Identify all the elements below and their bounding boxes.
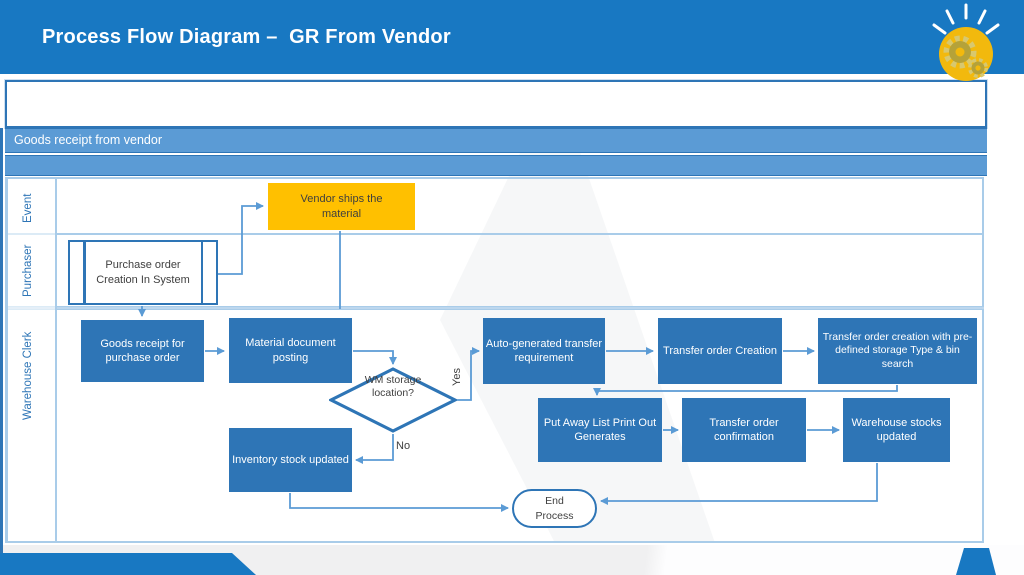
node-warehouse-stocks-updated[interactable]: Warehouse stocks updated — [843, 398, 950, 462]
page-title: Process Flow Diagram – GR From Vendor — [42, 26, 451, 48]
node-label: Warehouse stocks updated — [851, 416, 942, 443]
node-transfer-order-predefined-storage[interactable]: Transfer order creation with pre-defined… — [818, 318, 977, 384]
node-purchase-order-creation[interactable]: Purchase order Creation In System — [68, 240, 218, 305]
header-bar: Process Flow Diagram – GR From Vendor — [0, 0, 1024, 74]
node-label: Purchase order Creation In System — [96, 259, 190, 286]
secondary-band — [5, 155, 987, 176]
empty-title-box — [5, 80, 987, 128]
bottom-left-trapezoid — [0, 553, 256, 575]
bottom-right-trapezoid — [956, 548, 996, 575]
edge-label-no: No — [396, 440, 411, 452]
node-goods-receipt-po[interactable]: Goods receipt for purchase order — [81, 320, 204, 382]
node-label: Auto-generated transfer requirement — [485, 337, 603, 364]
lightbulb-gears-icon — [926, 2, 1006, 91]
node-label: Transfer order confirmation — [709, 416, 779, 443]
node-transfer-order-confirmation[interactable]: Transfer order confirmation — [682, 398, 806, 462]
node-label: Inventory stock updated — [232, 453, 349, 466]
predefined-process-right-bar — [200, 242, 203, 303]
node-put-away-list[interactable]: Put Away List Print Out Generates — [538, 398, 662, 462]
node-auto-generated-transfer[interactable]: Auto-generated transfer requirement — [483, 318, 605, 384]
node-label: End Process — [535, 495, 574, 522]
node-label: Put Away List Print Out Generates — [543, 416, 657, 443]
node-wm-storage-decision[interactable] — [327, 367, 459, 433]
lane-divider-purchaser-warehouse — [5, 306, 984, 310]
node-label: Transfer order creation with pre-defined… — [822, 330, 973, 370]
lane-label-purchaser: Purchaser — [22, 244, 34, 298]
predefined-process-left-bar — [83, 242, 86, 303]
edge-label-yes: Yes — [451, 368, 463, 386]
decision-label: WM storage location? — [364, 374, 422, 400]
node-inventory-stock-updated[interactable]: Inventory stock updated — [229, 428, 352, 492]
goods-receipt-band-label: Goods receipt from vendor — [14, 133, 162, 147]
node-label: Material document posting — [245, 337, 336, 364]
node-end-process[interactable]: End Process — [512, 489, 597, 528]
lane-label-warehouse-clerk: Warehouse Clerk — [22, 331, 34, 421]
left-edge-line — [0, 128, 3, 558]
node-material-document-posting[interactable]: Material document posting — [229, 318, 352, 383]
node-label: Transfer order Creation — [663, 344, 777, 357]
goods-receipt-band: Goods receipt from vendor — [5, 128, 987, 153]
lane-label-column — [5, 177, 57, 543]
lane-divider-event-purchaser — [5, 233, 984, 235]
node-label: Vendor ships the material — [300, 193, 383, 220]
lane-label-event: Event — [22, 193, 34, 223]
node-vendor-ships-material[interactable]: Vendor ships the material — [268, 183, 415, 230]
node-transfer-order-creation[interactable]: Transfer order Creation — [658, 318, 782, 384]
node-label: Goods receipt for purchase order — [100, 337, 185, 364]
